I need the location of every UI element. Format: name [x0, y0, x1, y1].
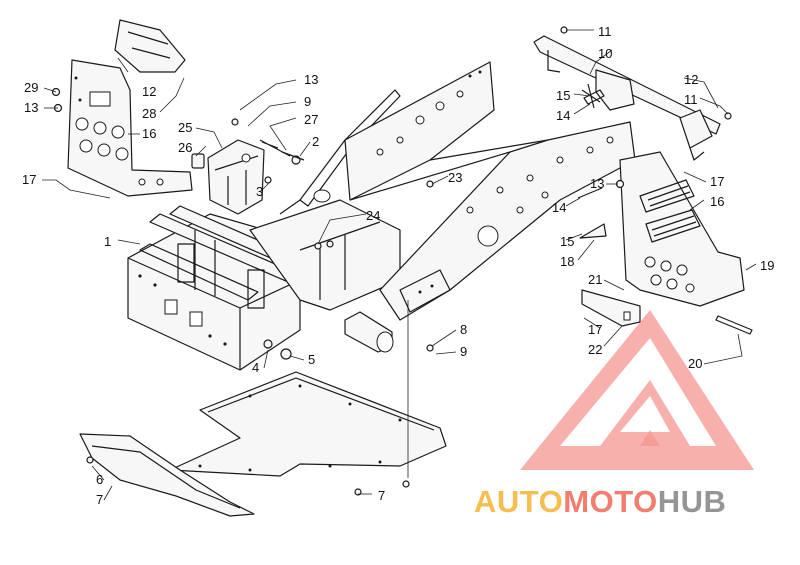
callout-4: 4 — [252, 360, 259, 375]
belly-pan — [79, 371, 447, 517]
callout-17: 17 — [22, 172, 36, 187]
right-side-panel — [579, 151, 753, 335]
watermark-auto: AUTO — [474, 484, 563, 519]
callout-20: 20 — [688, 356, 702, 371]
callout-2: 2 — [312, 134, 319, 149]
callout-25: 25 — [178, 120, 192, 135]
callout-23: 23 — [448, 170, 462, 185]
steering-arm — [533, 35, 721, 161]
callout-22: 22 — [588, 342, 602, 357]
callout-14: 14 — [552, 200, 566, 215]
callout-29: 29 — [24, 80, 38, 95]
callout-12: 12 — [684, 72, 698, 87]
callout-17: 17 — [710, 174, 724, 189]
main-frame — [127, 61, 636, 371]
callouts: 29 13 12 28 16 17 13 9 27 25 26 2 3 23 2… — [22, 24, 774, 507]
callout-17: 17 — [588, 322, 602, 337]
callout-3: 3 — [256, 184, 263, 199]
callout-27: 27 — [304, 112, 318, 127]
callout-26: 26 — [178, 140, 192, 155]
callout-13: 13 — [304, 72, 318, 87]
callout-24: 24 — [366, 208, 380, 223]
callout-10: 10 — [598, 46, 612, 61]
callout-5: 5 — [308, 352, 315, 367]
callout-16: 16 — [142, 126, 156, 141]
callout-16: 16 — [710, 194, 724, 209]
callout-9: 9 — [304, 94, 311, 109]
callout-1: 1 — [104, 234, 111, 249]
callout-19: 19 — [760, 258, 774, 273]
callout-21: 21 — [588, 272, 602, 287]
callout-7: 7 — [378, 488, 385, 503]
automotohub-logo-icon — [520, 310, 754, 470]
left-side-panel — [67, 19, 193, 197]
automotohub-watermark: AUTOMOTOHUB — [474, 310, 754, 519]
engine-mount-bracket — [191, 139, 301, 215]
callout-6: 6 — [96, 472, 103, 487]
watermark-hub: HUB — [658, 484, 727, 519]
callout-14: 14 — [556, 108, 570, 123]
leader-lines — [42, 29, 757, 501]
callout-18: 18 — [560, 254, 574, 269]
callout-13: 13 — [24, 100, 38, 115]
hardware — [51, 26, 732, 496]
callout-28: 28 — [142, 106, 156, 121]
callout-15: 15 — [560, 234, 574, 249]
watermark-moto: MOTO — [563, 484, 657, 519]
callout-15: 15 — [556, 88, 570, 103]
watermark-text: AUTOMOTOHUB — [474, 484, 726, 519]
callout-11: 11 — [598, 24, 612, 39]
callout-7: 7 — [96, 492, 103, 507]
callout-13: 13 — [590, 176, 604, 191]
callout-9: 9 — [460, 344, 467, 359]
callout-11: 11 — [684, 92, 698, 107]
callout-12: 12 — [142, 84, 156, 99]
callout-8: 8 — [460, 322, 467, 337]
